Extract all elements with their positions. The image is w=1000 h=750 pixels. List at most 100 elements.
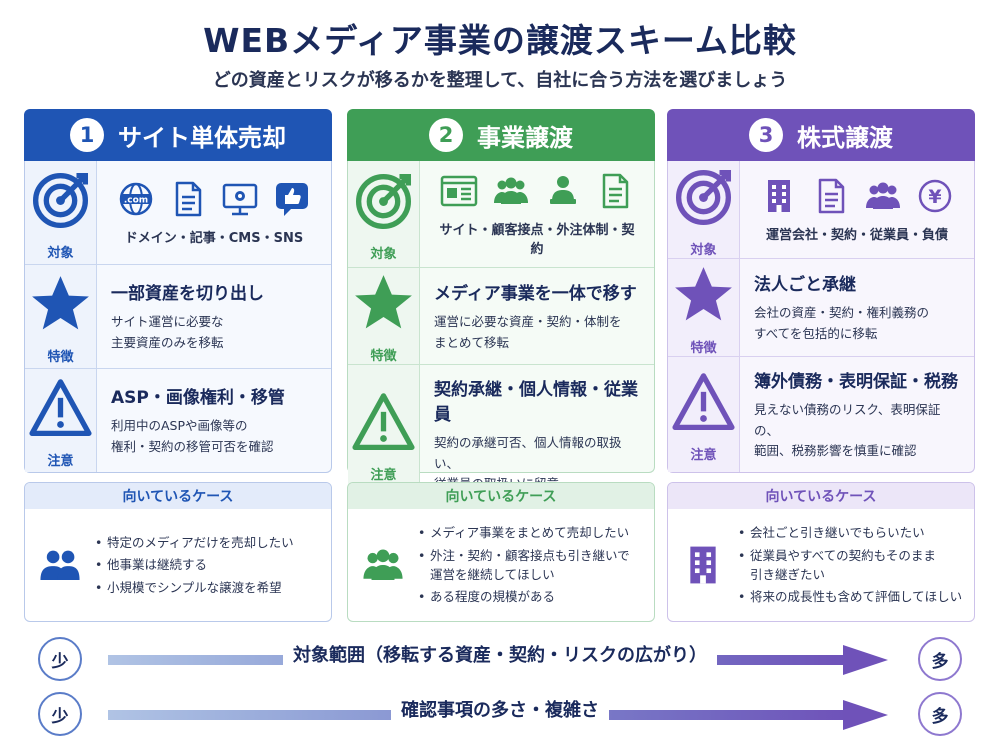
- target-icons: ¥: [754, 176, 960, 216]
- case-item: 将来の成長性も含めて評価してほしい: [738, 587, 962, 607]
- target-label: 対象: [370, 247, 397, 262]
- caution-label: 注意: [370, 467, 397, 483]
- case-box-business-transfer: 向いているケース メディア事業をまとめて売却したい外注・契約・顧客接点も引き継い…: [347, 482, 655, 622]
- case-item: 従業員やすべての契約もそのまま 引き継ぎたい: [738, 546, 962, 585]
- feature-label: 特徴: [690, 340, 717, 356]
- team-icon: [494, 177, 528, 204]
- caution-row: 注意 ASP・画像権利・移管 利用中のASPや画像等の 権利・契約の移管可否を確…: [25, 369, 331, 472]
- caution-title: 契約承継・個人情報・従業員: [434, 380, 638, 425]
- target-row: 対象 ¥ 運営会社・契約・従業員・負債: [668, 161, 974, 260]
- target-row: 対象 .com ドメイン・記事・CMS・SNS: [25, 161, 331, 265]
- team-icon: [363, 549, 403, 580]
- case-item: 特定のメディアだけを売却したい: [95, 533, 294, 553]
- caution-description: 利用中のASPや画像等の 権利・契約の移管可否を確認: [111, 418, 274, 454]
- target-row: 対象 サイト・顧客接点・外注体制・契約: [348, 161, 654, 268]
- monitor-gear-icon: [222, 183, 258, 216]
- feature-label: 特徴: [370, 349, 397, 364]
- scale-label: 対象範囲（移転する資産・契約・リスクの広がり）: [283, 645, 717, 666]
- caution-title: ASP・画像権利・移管: [111, 388, 285, 409]
- svg-text:.com: .com: [124, 196, 148, 206]
- feature-description: 運営に必要な資産・契約・体制を まとめて移転: [434, 313, 622, 350]
- column-number: 3: [749, 118, 783, 152]
- target-icon: [355, 173, 412, 230]
- feature-row: 特徴 一部資産を切り出し サイト運営に必要な 主要資産のみを移転: [25, 265, 331, 369]
- case-list: メディア事業をまとめて売却したい外注・契約・顧客接点も引き継いで 運営を継続して…: [418, 520, 630, 610]
- target-label: 対象: [47, 245, 74, 261]
- warning-icon: [29, 378, 92, 436]
- target-icon: [675, 169, 732, 225]
- case-box-share-transfer: 向いているケース 会社ごと引き継いでもらいたい従業員やすべての契約もそのまま 引…: [667, 482, 975, 622]
- warning-icon: [352, 393, 415, 450]
- target-icons: [434, 171, 640, 211]
- scale-low-badge: 少: [38, 637, 82, 681]
- column-title: 事業譲渡: [477, 123, 573, 152]
- feature-description: 会社の資産・契約・権利義務の すべてを包括的に移転: [754, 305, 930, 342]
- case-header: 向いているケース: [25, 483, 331, 509]
- thumbs-up-icon: [276, 183, 308, 216]
- caution-row: 注意 簿外債務・表明保証・税務 見えない債務のリスク、表明保証の、 範囲、税務影…: [668, 357, 974, 472]
- feature-title: 一部資産を切り出し: [111, 284, 264, 305]
- feature-description: サイト運営に必要な 主要資産のみを移転: [111, 314, 224, 350]
- scheme-column-business-transfer: 2 事業譲渡 対象 サイト・顧客接点・外注体制・契約 特徴 メディア事業を一体で…: [347, 109, 655, 505]
- building-icon: [768, 180, 790, 213]
- caution-label: 注意: [47, 453, 74, 469]
- target-icons: .com: [111, 179, 317, 219]
- column-header: 3 株式譲渡: [667, 109, 975, 161]
- target-text: ドメイン・記事・CMS・SNS: [124, 231, 304, 246]
- svg-text:¥: ¥: [928, 186, 941, 208]
- page-title: WEBメディア事業の譲渡スキーム比較: [203, 21, 797, 60]
- feature-title: 法人ごと承継: [754, 275, 856, 296]
- star-icon: [32, 275, 89, 329]
- column-number: 1: [70, 118, 104, 152]
- yen-coin-icon: ¥: [918, 179, 952, 213]
- caution-label: 注意: [690, 447, 717, 463]
- case-item: 会社ごと引き継いでもらいたい: [738, 523, 962, 543]
- scale-high-badge: 多: [918, 637, 962, 681]
- caution-title: 簿外債務・表明保証・税務: [754, 372, 958, 393]
- feature-title: メディア事業を一体で移す: [434, 283, 637, 304]
- warning-icon: [672, 372, 735, 430]
- scheme-column-share-transfer: 3 株式譲渡 対象 ¥ 運営会社・契約・従業員・負債 特徴 法人ごと承継 会社の…: [667, 109, 975, 473]
- scheme-column-site-sale: 1 サイト単体売却 対象 .com ドメイン・記事・CMS・SNS 特徴 一部資…: [24, 109, 332, 473]
- scale-complexity: 少 確認事項の多さ・複雑さ 多: [38, 692, 962, 738]
- column-number: 2: [429, 118, 463, 152]
- target-text: 運営会社・契約・従業員・負債: [765, 228, 948, 244]
- scale-low-badge: 少: [38, 692, 82, 736]
- team-icon: [866, 182, 900, 210]
- case-item: 小規模でシンプルな譲渡を希望: [95, 578, 294, 598]
- feature-label: 特徴: [47, 349, 74, 365]
- star-icon: [675, 266, 732, 320]
- scale-scope: 少 対象範囲（移転する資産・契約・リスクの広がり） 多: [38, 637, 962, 683]
- case-item: ある程度の規模がある: [418, 587, 630, 607]
- star-icon: [355, 275, 412, 329]
- person-laptop-icon: [550, 176, 576, 204]
- case-header: 向いているケース: [668, 483, 974, 509]
- target-text: サイト・顧客接点・外注体制・契約: [439, 223, 635, 257]
- column-title: 株式譲渡: [797, 123, 893, 152]
- column-title: サイト単体売却: [118, 123, 286, 152]
- document-icon: [602, 173, 629, 209]
- scale-high-badge: 多: [918, 692, 962, 736]
- case-list: 特定のメディアだけを売却したい他事業は継続する小規模でシンプルな譲渡を希望: [95, 530, 294, 600]
- column-header: 2 事業譲渡: [347, 109, 655, 161]
- browser-window-icon: [440, 175, 478, 207]
- target-icon: [32, 172, 89, 228]
- globe-com-icon: .com: [119, 182, 153, 216]
- caution-description: 見えない債務のリスク、表明保証の、 範囲、税務影響を慎重に確認: [754, 402, 941, 459]
- feature-row: 特徴 メディア事業を一体で移す 運営に必要な資産・契約・体制を まとめて移転: [348, 268, 654, 365]
- scale-label: 確認事項の多さ・複雑さ: [391, 700, 609, 721]
- feature-row: 特徴 法人ごと承継 会社の資産・契約・権利義務の すべてを包括的に移転: [668, 259, 974, 358]
- target-label: 対象: [690, 242, 717, 258]
- case-item: 外注・契約・顧客接点も引き継いで 運営を継続してほしい: [418, 546, 630, 585]
- case-item: メディア事業をまとめて売却したい: [418, 523, 630, 543]
- column-header: 1 サイト単体売却: [24, 109, 332, 161]
- document-icon: [818, 178, 845, 214]
- case-list: 会社ごと引き継いでもらいたい従業員やすべての契約もそのまま 引き継ぎたい将来の成…: [738, 520, 962, 610]
- page-subtitle: どの資産とリスクが移るかを整理して、自社に合う方法を選びましょう: [212, 70, 788, 91]
- document-icon: [175, 181, 202, 217]
- case-item: 他事業は継続する: [95, 555, 294, 575]
- case-header: 向いているケース: [348, 483, 654, 509]
- case-box-site-sale: 向いているケース 特定のメディアだけを売却したい他事業は継続する小規模でシンプル…: [24, 482, 332, 622]
- building-icon: [690, 546, 716, 584]
- users-icon: [40, 550, 80, 580]
